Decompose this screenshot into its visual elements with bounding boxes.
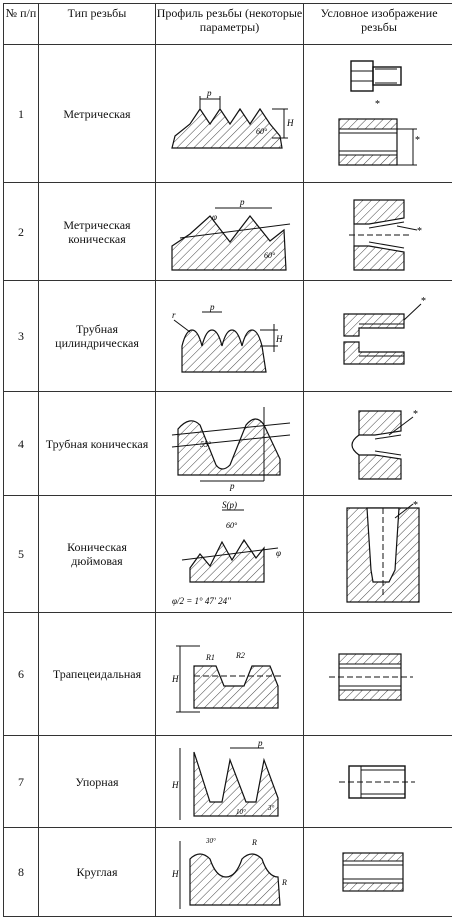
metric-conical-image-figure: * [349,198,422,271]
buttress-image-figure [339,764,415,799]
label-star: * [413,500,418,511]
label-p: p [229,481,235,491]
label-sp: S(p) [222,500,237,510]
row-number: 8 [3,827,39,917]
label-p: p [239,197,245,207]
label-p: p [206,88,212,98]
profile-figure-cell: p r H [155,280,304,392]
round-image-figure [342,852,404,892]
label-angle: 60° [264,251,276,260]
pipe-conical-profile-figure: 55° p [171,406,290,491]
label-star: * [415,135,420,146]
round-profile-figure: H 30° R R [171,837,287,909]
profile-figure-cell: S(p) 60° φ φ/2 = 1° 47' 24'' [155,495,304,613]
label-phi-formula: φ/2 = 1° 47' 24'' [172,596,232,606]
image-figure-cell [303,735,452,828]
row-thread-type: Круглая [38,827,156,917]
label-p: p [257,738,263,748]
label-h: H [171,674,179,684]
row-number: 4 [3,391,39,496]
label-star: * [413,409,418,420]
label-angle: 55° [200,440,212,449]
trapezoidal-image-figure [329,653,413,701]
label-angle: 3° [267,804,275,812]
profile-figure-cell: H R1 R2 [155,612,304,736]
profile-figure-cell: 55° p [155,391,304,496]
row-thread-type: Метрическая [38,44,156,183]
image-figure-cell: * [303,280,452,392]
row-number: 6 [3,612,39,736]
header-number: № п/п [3,3,39,45]
row-number: 5 [3,495,39,613]
metric-image-figure: * * [338,59,420,166]
table-row: 4 Трубная коническая 55° p [3,391,452,496]
image-figure-cell [303,612,452,736]
label-p: p [209,302,215,312]
pipe-cylindrical-profile-figure: p r H [172,302,283,373]
label-r: r [172,310,176,320]
table-row: 5 Коническая дюймовая S(p) 60° φ φ/2 = 1… [3,495,452,613]
image-figure-cell: * [303,391,452,496]
row-thread-type: Метрическая коническая [38,182,156,281]
label-angle: 30° [205,837,216,845]
table-row: 7 Упорная H p 10° 3° [3,735,452,828]
thread-types-table: № п/п Тип резьбы Профиль резьбы (некотор… [3,3,452,917]
profile-figure-cell: H p 10° 3° [155,735,304,828]
label-star: * [421,296,426,307]
label-h: H [286,118,294,128]
row-thread-type: Упорная [38,735,156,828]
row-number: 3 [3,280,39,392]
conical-inch-image-figure: * [346,500,420,603]
row-number: 7 [3,735,39,828]
label-angle: 10° [236,808,246,816]
metric-profile-figure: p 60° H [170,88,294,149]
header-row: № п/п Тип резьбы Профиль резьбы (некотор… [3,3,452,45]
label-phi: φ [276,548,281,558]
image-figure-cell [303,827,452,917]
row-thread-type: Коническая дюймовая [38,495,156,613]
header-thread-type: Тип резьбы [38,3,156,45]
row-thread-type: Трапецеидальная [38,612,156,736]
label-r: R [281,878,287,887]
image-figure-cell: * [303,495,452,613]
row-thread-type: Трубная цилиндрическая [38,280,156,392]
header-profile: Профиль резьбы (некоторые параметры) [155,3,304,45]
metric-conical-profile-figure: p φ 60° [170,197,290,271]
label-star: * [375,99,380,110]
image-figure-cell: * * [303,44,452,183]
table-row: 6 Трапецеидальная H R1 R2 [3,612,452,736]
label-r2: R2 [235,651,245,660]
conical-inch-profile-figure: S(p) 60° φ φ/2 = 1° 47' 24'' [172,500,281,606]
label-phi: φ [212,212,217,222]
profile-figure-cell: H 30° R R [155,827,304,917]
table-row: 8 Круглая H 30° R R [3,827,452,917]
profile-figure-cell: p 60° H [155,44,304,183]
label-h: H [171,780,179,790]
pipe-conical-image-figure: * [351,409,418,480]
row-number: 2 [3,182,39,281]
label-r1: R1 [205,653,215,662]
row-thread-type: Трубная коническая [38,391,156,496]
label-angle: 60° [256,127,268,136]
table-row: 1 Метрическая p 60° H [3,44,452,183]
table-row: 3 Трубная цилиндрическая p r H [3,280,452,392]
profile-figure-cell: p φ 60° [155,182,304,281]
label-r: R [251,838,257,847]
label-h: H [171,869,179,879]
buttress-profile-figure: H p 10° 3° [171,738,279,820]
trapezoidal-profile-figure: H R1 R2 [171,645,282,713]
label-angle: 60° [226,521,238,530]
label-star: * [417,226,422,237]
image-figure-cell: * [303,182,452,281]
pipe-cylindrical-image-figure: * [343,296,426,365]
label-h: H [275,334,283,344]
table-row: 2 Метрическая коническая p φ 60° [3,182,452,281]
header-image: Условное изображение резьбы [303,3,452,45]
row-number: 1 [3,44,39,183]
